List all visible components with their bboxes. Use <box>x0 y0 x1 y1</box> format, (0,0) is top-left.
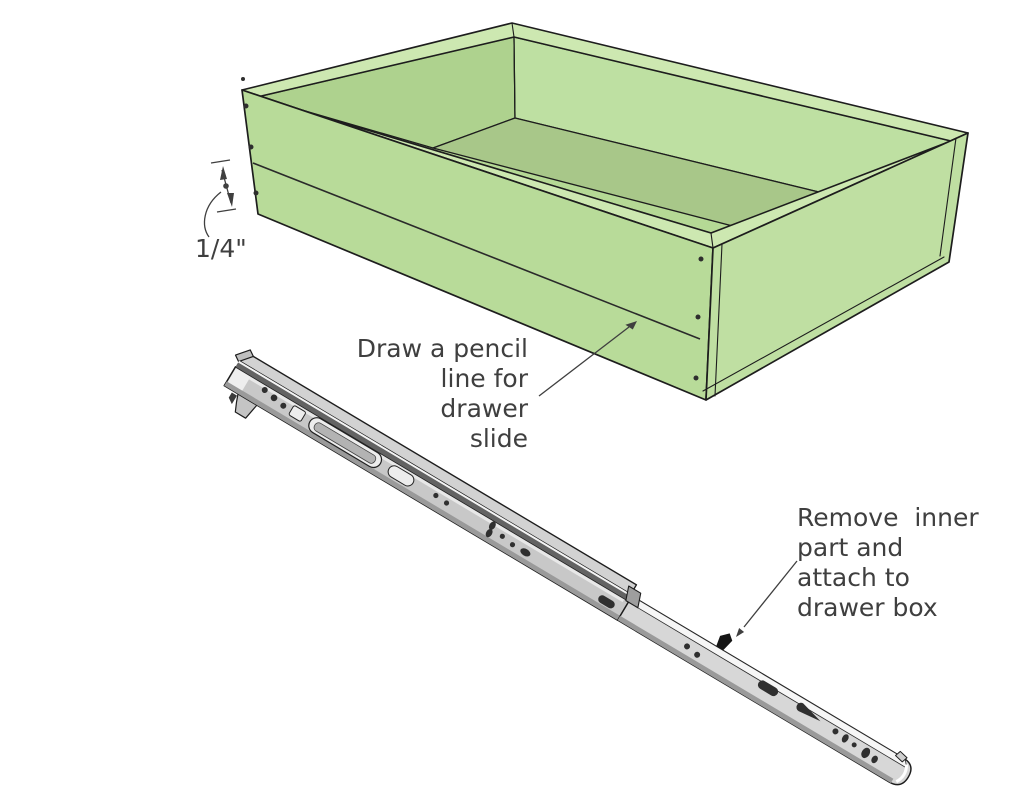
slide-left-end-cap <box>234 349 254 363</box>
slide-dark-rail <box>235 362 632 602</box>
screw-hole <box>248 144 254 150</box>
slide-hole <box>499 533 505 539</box>
dimension-label: 1/4" <box>195 234 247 263</box>
screw-hole <box>241 77 245 81</box>
dimension-leader-curve <box>203 191 222 238</box>
leader-arrowhead <box>625 321 637 330</box>
slide-slot-dark <box>598 595 615 609</box>
screw-hole <box>693 375 699 381</box>
slide-open-end-gap <box>227 368 251 391</box>
slide-oval-hole <box>841 734 849 743</box>
slide-web-shadow <box>224 381 621 621</box>
screw-hole <box>243 103 249 109</box>
dimension-dot <box>223 183 229 189</box>
slide-mounting-holes-inner <box>684 643 878 764</box>
box-detail-lines <box>702 137 957 397</box>
slide-keyhole-slot <box>796 702 821 722</box>
slide-slot <box>288 405 306 422</box>
slide-hole <box>851 742 857 748</box>
slide-hole <box>270 394 278 402</box>
slide-inner-member <box>616 595 912 786</box>
dimension-tick-bottom <box>216 208 237 213</box>
screw-hole <box>695 314 701 320</box>
slide-rail-end-cap <box>625 585 642 609</box>
pencil-line <box>252 162 701 340</box>
slide-hole <box>261 387 268 394</box>
slide-hole <box>684 643 691 650</box>
slide-slot-dark <box>757 680 779 697</box>
pencil-line-leader <box>538 321 637 397</box>
slide-oval-hole <box>488 521 496 530</box>
slide-mounting-holes-outer <box>261 387 615 609</box>
slide-hole <box>443 500 450 506</box>
slide-oval-hole <box>861 747 871 759</box>
box-end-face <box>705 132 969 401</box>
slide-oval-hole <box>520 548 531 557</box>
slide-hole <box>280 402 287 409</box>
pencil-line-note: Draw a pencil line for drawer slide <box>356 334 528 453</box>
slide-bracket-notch <box>228 392 237 405</box>
remove-inner-leader <box>736 560 798 637</box>
box-inner-corner-edge <box>513 36 516 119</box>
dimension-arrow-down <box>227 193 234 207</box>
slide-oval-hole <box>485 528 493 538</box>
remove-inner-note: Remove inner part and attach to drawer b… <box>797 503 979 622</box>
slide-window-inner <box>313 422 377 464</box>
slide-oval-hole <box>871 755 878 764</box>
slide-inner-shadow <box>617 615 894 784</box>
screw-hole <box>253 190 259 196</box>
screw-hole <box>698 256 704 262</box>
slide-hole <box>433 492 439 499</box>
slide-slot <box>387 465 415 487</box>
slide-hole <box>832 728 839 735</box>
dimension-tick-top <box>210 159 231 164</box>
leader-arrowhead <box>736 628 745 637</box>
slide-hole <box>694 651 701 658</box>
slide-end-curl <box>895 764 909 783</box>
slide-hole <box>509 542 516 548</box>
box-screw-holes <box>241 77 704 381</box>
dimension-arrow-up <box>220 166 227 180</box>
dimension-annotation <box>203 159 237 238</box>
drawer-box <box>241 22 969 401</box>
drawer-slide <box>223 349 912 786</box>
slide-end-tab <box>895 750 908 763</box>
slide-white-line <box>238 360 631 596</box>
release-lever <box>716 633 733 651</box>
